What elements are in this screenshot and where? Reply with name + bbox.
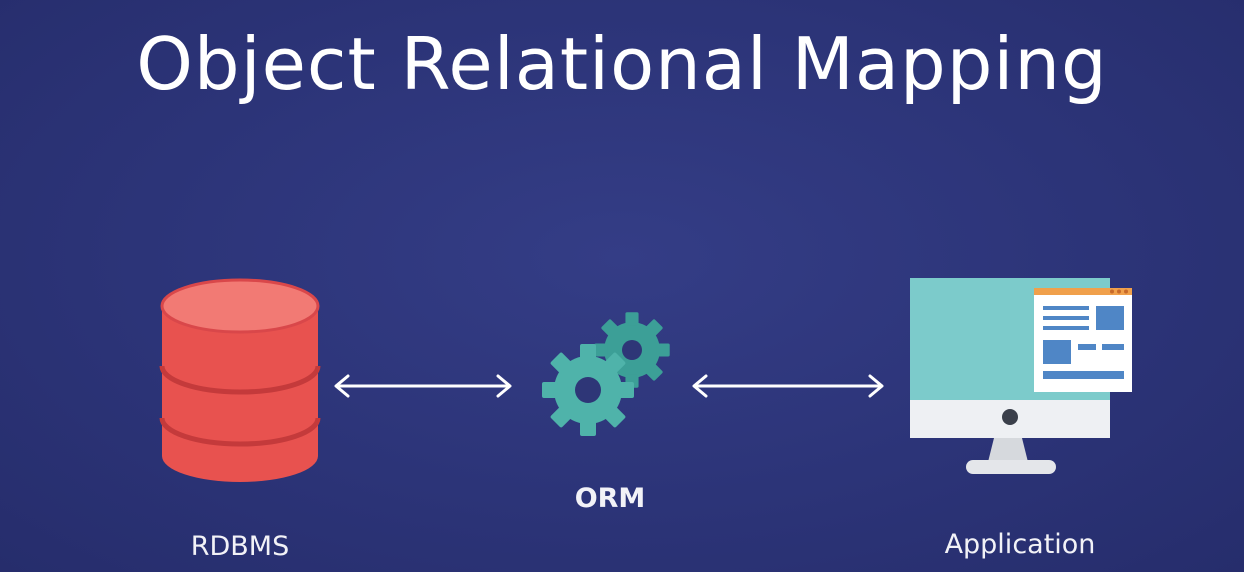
database-label: RDBMS <box>190 531 290 562</box>
connector-arrow-orm-app <box>692 374 884 398</box>
connector-arrow-db-orm <box>334 374 512 398</box>
database-icon <box>159 278 321 482</box>
orm-label: ORM <box>574 483 646 514</box>
gears-icon <box>530 300 680 450</box>
application-label: Application <box>944 529 1096 560</box>
monitor-icon <box>910 278 1132 474</box>
diagram-title: Object Relational Mapping <box>136 22 1108 106</box>
